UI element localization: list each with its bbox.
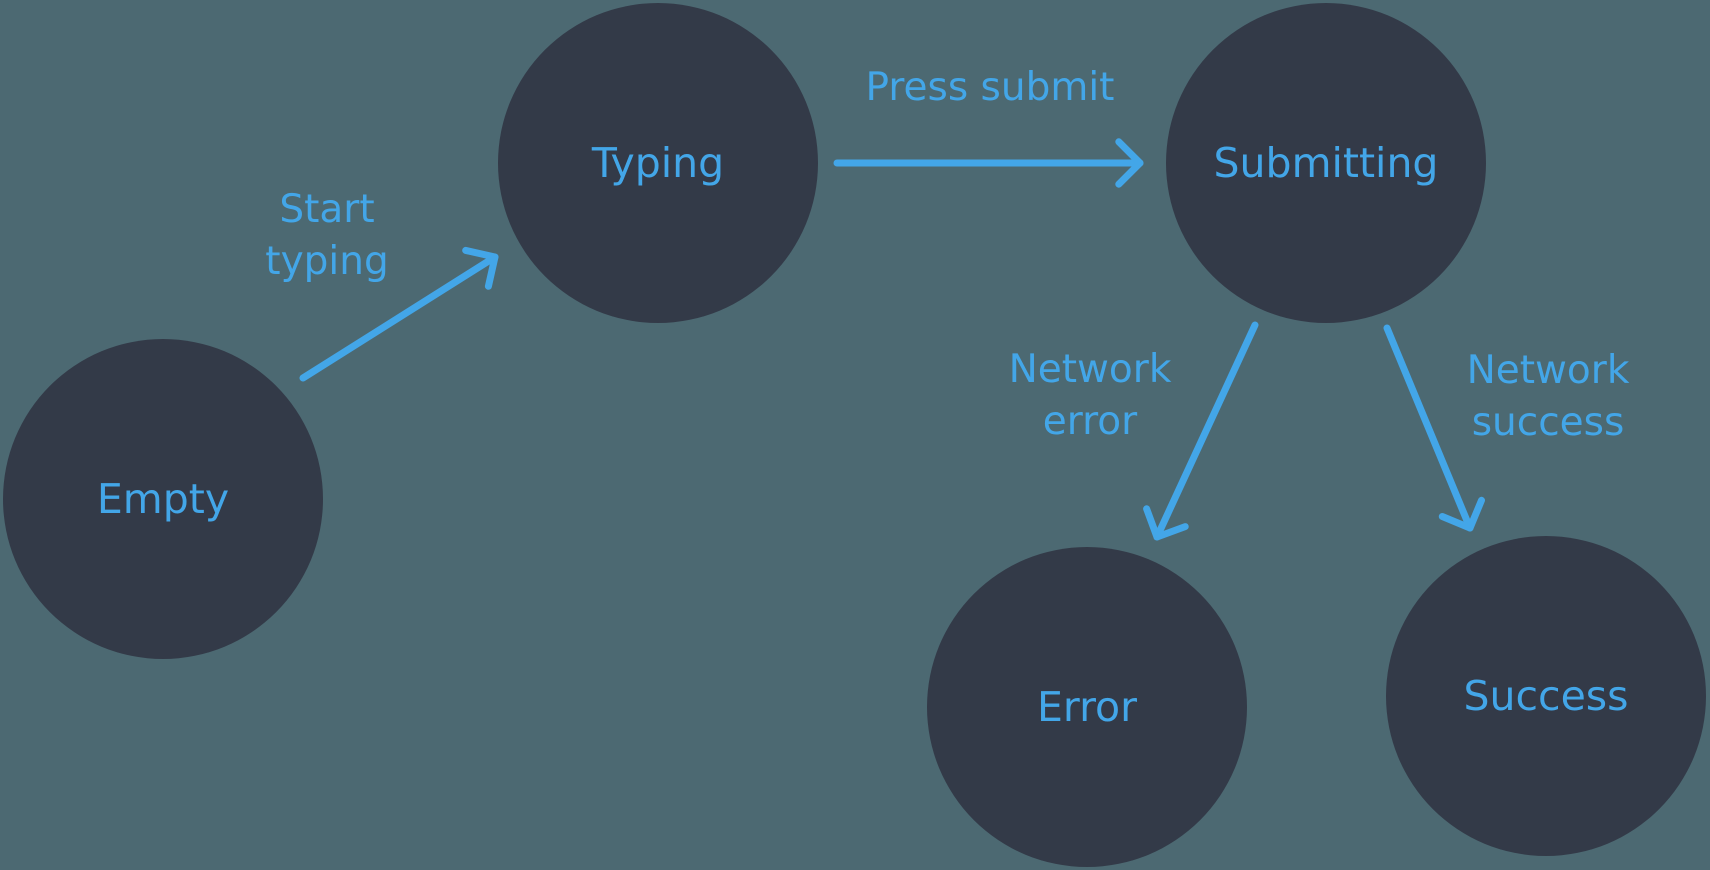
state-label-error: Error: [1037, 682, 1137, 731]
transition-label-start-typing: Start typing: [265, 187, 389, 284]
transition-label-network-error: Network error: [1008, 347, 1172, 444]
arrow-typing-to-submitting: [833, 138, 1144, 188]
state-label-typing: Typing: [591, 138, 725, 187]
state-node-error: Error: [927, 547, 1247, 867]
state-label-empty: Empty: [96, 474, 230, 523]
state-node-submitting: Submitting: [1166, 3, 1486, 323]
state-node-typing: Typing: [498, 3, 818, 323]
transition-label-press-submit: Press submit: [865, 65, 1115, 110]
state-label-success: Success: [1463, 671, 1629, 720]
state-label-submitting: Submitting: [1213, 138, 1439, 187]
transition-label-network-success: Network success: [1466, 348, 1630, 445]
state-node-success: Success: [1386, 536, 1706, 856]
state-node-empty: Empty: [3, 339, 323, 659]
